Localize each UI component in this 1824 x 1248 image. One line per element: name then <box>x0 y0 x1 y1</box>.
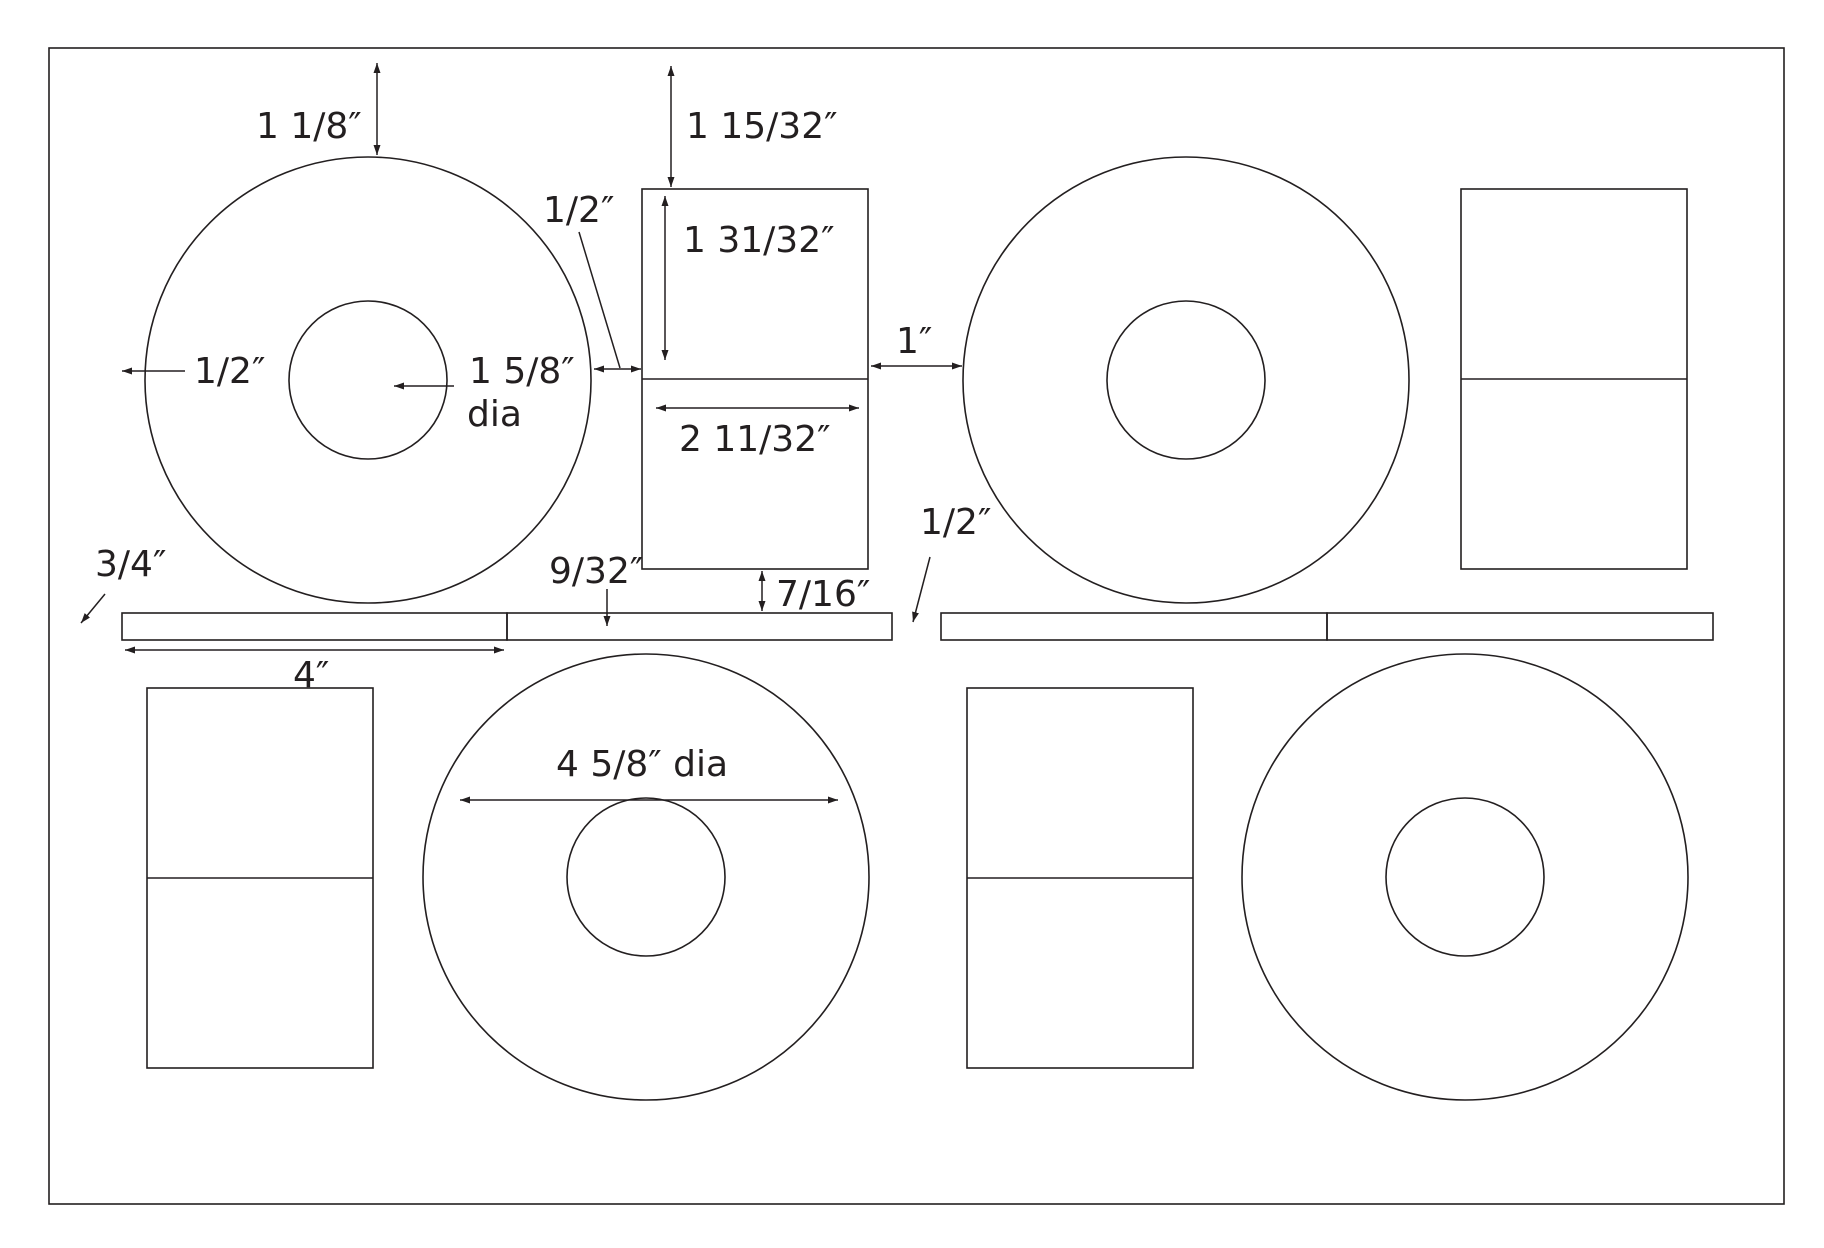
insert-label-top-left <box>641 188 869 570</box>
top-margin-disc-label: 1 1/8″ <box>256 106 362 147</box>
spine-height-label: 9/32″ <box>549 551 643 592</box>
disc-outer-circle <box>422 653 870 1101</box>
dimension-labels: 1 1/8″ 1 15/32″ 1/2″ 1 31/32″ 1/2″ 1 5/8… <box>95 106 991 785</box>
gap-disc-insert-label: 1/2″ <box>543 190 614 231</box>
spine-label <box>506 612 893 641</box>
insert-label-bottom-right <box>966 687 1194 1069</box>
disc-center-hole <box>1106 300 1266 460</box>
disc-outer-circle <box>1241 653 1689 1101</box>
disc-label-top-left <box>144 156 592 604</box>
disc-label-bottom-left <box>422 653 870 1101</box>
insert-width-label: 2 11/32″ <box>679 419 831 460</box>
spine-width-label: 4″ <box>293 655 329 696</box>
spine-label <box>1326 612 1714 641</box>
insert-label-bottom-left <box>146 687 374 1069</box>
hole-diameter-suffix: dia <box>467 394 522 435</box>
disc-label-bottom-right <box>1241 653 1689 1101</box>
disc-center-hole <box>1385 797 1545 957</box>
gap-leader-line <box>578 231 621 369</box>
gap-insert-disc-label: 1″ <box>896 321 932 362</box>
insert-to-spine-label: 7/16″ <box>776 574 870 615</box>
disc-center-hole <box>566 797 726 957</box>
spine-gap-label: 1/2″ <box>920 502 991 543</box>
disc-outer-circle <box>144 156 592 604</box>
insert-label-top-right <box>1460 188 1688 570</box>
top-margin-insert-label: 1 15/32″ <box>686 106 838 147</box>
left-margin-label: 1/2″ <box>194 351 265 392</box>
dimension-arrows <box>80 63 962 804</box>
disc-label-top-right <box>962 156 1410 604</box>
spine-label-strip-left <box>121 612 893 641</box>
spine-left-margin-arrow <box>80 593 106 624</box>
hole-diameter-label: 1 5/8″ <box>469 351 575 392</box>
spine-left-margin-label: 3/4″ <box>95 544 166 585</box>
spine-label <box>121 612 508 641</box>
disc-diameter-label: 4 5/8″ dia <box>556 744 728 785</box>
spine-gap-arrow <box>912 556 931 623</box>
spine-label <box>940 612 1328 641</box>
disc-outer-circle <box>962 156 1410 604</box>
sheet-border <box>48 47 1785 1205</box>
spine-label-strip-right <box>940 612 1714 641</box>
disc-center-hole <box>288 300 448 460</box>
insert-half-height-label: 1 31/32″ <box>683 220 835 261</box>
